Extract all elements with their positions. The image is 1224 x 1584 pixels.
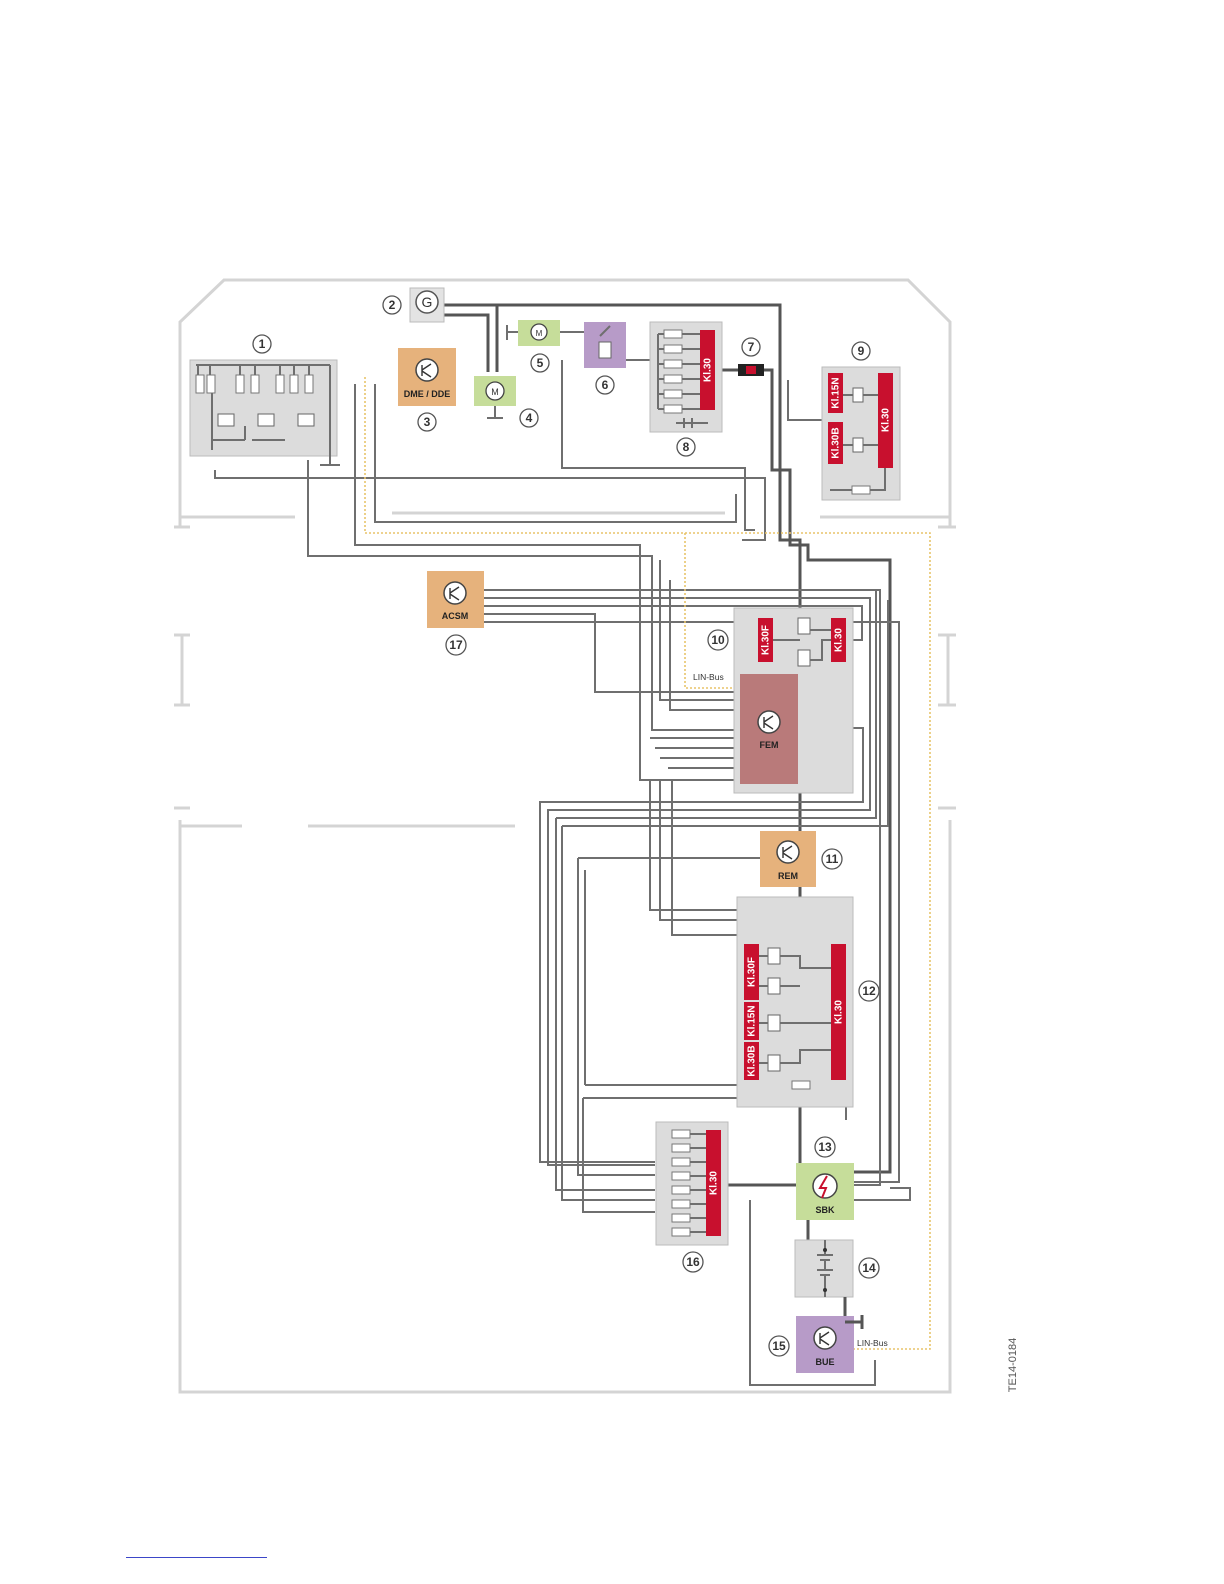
svg-text:4: 4: [526, 411, 533, 425]
fuse-box-16: Kl.30: [656, 1122, 728, 1245]
callout-15: 15: [769, 1336, 789, 1356]
svg-text:9: 9: [858, 344, 865, 358]
callout-6: 6: [596, 376, 614, 394]
svg-text:12: 12: [862, 984, 876, 998]
callout-12: 12: [859, 981, 879, 1001]
callout-11: 11: [822, 849, 842, 869]
callout-2: 2: [383, 296, 401, 314]
svg-text:11: 11: [826, 852, 839, 866]
box-12-kl15n: Kl.15N: [747, 1005, 758, 1036]
fuse-box-8-kl30: Kl.30: [703, 358, 714, 382]
callout-8: 8: [677, 438, 695, 456]
callout-13: 13: [815, 1137, 835, 1157]
svg-text:3: 3: [424, 415, 431, 429]
footnote-separator-line: [126, 1557, 267, 1558]
sbk-label: SBK: [815, 1205, 835, 1215]
callout-9: 9: [852, 342, 870, 360]
callout-14: 14: [859, 1258, 879, 1278]
bue-unit: BUE LIN-Bus: [796, 1297, 888, 1373]
svg-text:17: 17: [449, 638, 463, 652]
callout-10: 10: [708, 630, 728, 650]
lin-bus-label-bue: LIN-Bus: [857, 1338, 888, 1348]
box-12-kl30: Kl.30: [834, 1000, 845, 1024]
dme-dde-unit: DME / DDE: [398, 348, 456, 406]
generator: G: [410, 288, 444, 322]
rem-unit: REM: [760, 831, 816, 887]
svg-text:15: 15: [772, 1339, 786, 1353]
callout-7: 7: [742, 338, 760, 356]
svg-text:1: 1: [259, 337, 266, 351]
main-fuse-7: [738, 364, 764, 376]
svg-text:14: 14: [862, 1261, 876, 1275]
bue-label: BUE: [815, 1357, 834, 1367]
box-9-kl30: Kl.30: [881, 408, 892, 432]
fuse-box-8: Kl.30: [650, 322, 722, 432]
motor-4-label: M: [491, 387, 499, 397]
acsm-unit: ACSM: [427, 571, 484, 628]
box-10-kl30f: Kl.30F: [761, 625, 772, 655]
sbk-unit: SBK: [796, 1163, 854, 1220]
box-9-kl30b: Kl.30B: [831, 427, 842, 458]
svg-text:8: 8: [683, 440, 690, 454]
svg-text:2: 2: [389, 298, 396, 312]
box-12-kl30f: Kl.30F: [747, 957, 758, 987]
callout-4: 4: [520, 409, 538, 427]
battery-14: [795, 1240, 853, 1297]
acsm-label: ACSM: [442, 611, 469, 621]
box-9-kl15n: Kl.15N: [831, 377, 842, 408]
dme-dde-label: DME / DDE: [404, 389, 451, 399]
lin-bus-label-fem: LIN-Bus: [693, 672, 724, 682]
callout-1: 1: [253, 335, 271, 353]
relay-box-1: [190, 360, 340, 465]
callout-3: 3: [418, 413, 436, 431]
callout-17: 17: [446, 635, 466, 655]
generator-label: G: [422, 294, 433, 310]
starter-motor: M: [474, 376, 516, 418]
svg-text:16: 16: [686, 1255, 700, 1269]
motor-5-label: M: [536, 329, 543, 338]
relay-box-9: Kl.15N Kl.30B Kl.30: [822, 367, 900, 500]
svg-text:6: 6: [602, 378, 609, 392]
svg-text:7: 7: [748, 340, 755, 354]
callout-5: 5: [531, 354, 549, 372]
relay-box-12: Kl.30F Kl.15N Kl.30B Kl.30: [737, 897, 853, 1107]
box-12-kl30b: Kl.30B: [747, 1045, 758, 1076]
svg-text:13: 13: [818, 1140, 832, 1154]
fuse-box-16-kl30: Kl.30: [709, 1171, 720, 1195]
svg-text:10: 10: [711, 633, 725, 647]
box-10-kl30: Kl.30: [834, 628, 845, 652]
figure-code: TE14-0184: [1007, 1338, 1019, 1392]
fem-label: FEM: [760, 740, 779, 750]
relay-6: [584, 322, 626, 368]
svg-text:5: 5: [537, 356, 544, 370]
rem-label: REM: [778, 871, 798, 881]
callout-16: 16: [683, 1252, 703, 1272]
